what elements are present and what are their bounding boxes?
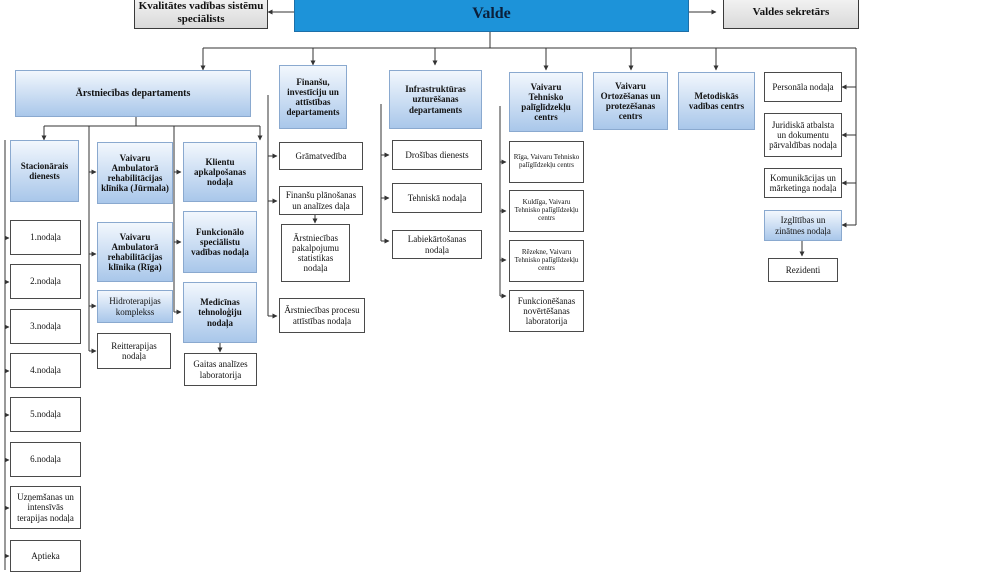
- quality-specialist-box: Kvalitātes vadības sistēmu speciālists: [134, 0, 268, 29]
- riga-aids-centre-box: Rīga, Vaivaru Tehnisko palīglīdzekļu cen…: [509, 141, 584, 183]
- finance-department-box: Finanšu, investīciju un attīstības depar…: [279, 65, 347, 129]
- orthotics-centre-box: Vaivaru Ortozēšanas un protezēšanas cent…: [593, 72, 668, 130]
- unit-3-box: 3.nodaļa: [10, 309, 81, 344]
- personnel-unit-box: Personāla nodaļa: [764, 72, 842, 102]
- board-box: Valde: [294, 0, 689, 32]
- legal-support-box: Juridiskā atbalsta un dokumentu pārvaldī…: [764, 113, 842, 157]
- statistics-box: Ārstniecības pakalpojumu statistikas nod…: [281, 224, 350, 282]
- unit-6-box: 6.nodaļa: [10, 442, 81, 477]
- accounting-box: Grāmatvedība: [279, 142, 363, 170]
- rehab-clinic-riga-box: Vaivaru Ambulatorā rehabilitācijas klīni…: [97, 222, 173, 282]
- kuldiga-aids-centre-box: Kuldīga, Vaivaru Tehnisko palīglīdzekļu …: [509, 190, 584, 232]
- functioning-lab-box: Funkcionēšanas novērtēšanas laboratorija: [509, 290, 584, 332]
- functional-specialists-box: Funkcionālo speciālistu vadības nodaļa: [183, 211, 257, 273]
- methodology-centre-box: Metodiskās vadības centrs: [678, 72, 755, 130]
- education-unit-box: Izglītības un zinātnes nodaļa: [764, 210, 842, 241]
- unit-1-box: 1.nodaļa: [10, 220, 81, 255]
- unit-2-box: 2.nodaļa: [10, 264, 81, 299]
- rezekne-aids-centre-box: Rēzekne, Vaivaru Tehnisko palīglīdzekļu …: [509, 240, 584, 282]
- unit-4-box: 4.nodaļa: [10, 353, 81, 388]
- gait-lab-box: Gaitas analīzes laboratorija: [184, 353, 257, 386]
- rehab-clinic-jurmala-box: Vaivaru Ambulatorā rehabilitācijas klīni…: [97, 142, 173, 204]
- treatment-department-box: Ārstniecības departaments: [15, 70, 251, 117]
- hippotherapy-box: Reitterapijas nodaļa: [97, 333, 171, 369]
- technical-aids-centre-box: Vaivaru Tehnisko palīglīdzekļu centrs: [509, 72, 583, 132]
- unit-5-box: 5.nodaļa: [10, 397, 81, 432]
- client-service-box: Klientu apkalpošanas nodaļa: [183, 142, 257, 202]
- communication-unit-box: Komunikācijas un mārketinga nodaļa: [764, 168, 842, 198]
- intensive-therapy-box: Uzņemšanas un intensīvās terapijas nodaļ…: [10, 486, 81, 529]
- medtech-box: Medicīnas tehnoloģiju nodaļa: [183, 282, 257, 343]
- inpatient-service-box: Stacionārais dienests: [10, 140, 79, 202]
- pharmacy-box: Aptieka: [10, 540, 81, 572]
- financial-planning-box: Finanšu plānošanas un analīzes daļa: [279, 186, 363, 215]
- infrastructure-department-box: Infrastruktūras uzturēšanas departaments: [389, 70, 482, 129]
- secretary-box: Valdes sekretārs: [723, 0, 859, 29]
- technical-unit-box: Tehniskā nodaļa: [392, 183, 482, 213]
- residents-box: Rezidenti: [768, 258, 838, 282]
- hydrotherapy-box: Hidroterapijas komplekss: [97, 290, 173, 323]
- process-development-box: Ārstniecības procesu attīstības nodaļa: [279, 298, 365, 333]
- security-service-box: Drošības dienests: [392, 140, 482, 170]
- landscaping-box: Labiekārtošanas nodaļa: [392, 230, 482, 259]
